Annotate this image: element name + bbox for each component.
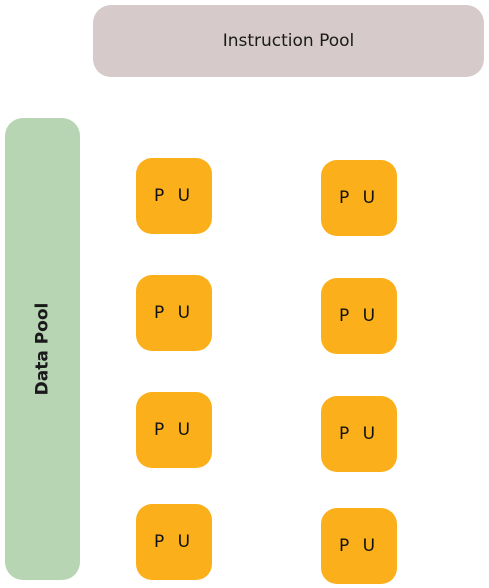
processing-unit-label: P U (153, 303, 195, 323)
processing-unit-label: P U (338, 188, 380, 208)
processing-unit: P U (136, 392, 212, 468)
processing-unit: P U (321, 160, 397, 236)
data-pool: Data Pool (5, 118, 80, 580)
processing-unit: P U (321, 508, 397, 584)
processing-unit-label: P U (338, 536, 380, 556)
processing-unit: P U (136, 504, 212, 580)
processing-unit-label: P U (338, 306, 380, 326)
processing-unit: P U (321, 278, 397, 354)
processing-unit: P U (136, 275, 212, 351)
data-pool-label: Data Pool (32, 302, 53, 396)
processing-unit: P U (321, 396, 397, 472)
processing-unit-label: P U (153, 420, 195, 440)
processing-unit: P U (136, 158, 212, 234)
processing-unit-label: P U (338, 424, 380, 444)
processing-unit-label: P U (153, 532, 195, 552)
instruction-pool: Instruction Pool (93, 5, 484, 77)
processing-unit-label: P U (153, 186, 195, 206)
instruction-pool-label: Instruction Pool (222, 31, 355, 51)
